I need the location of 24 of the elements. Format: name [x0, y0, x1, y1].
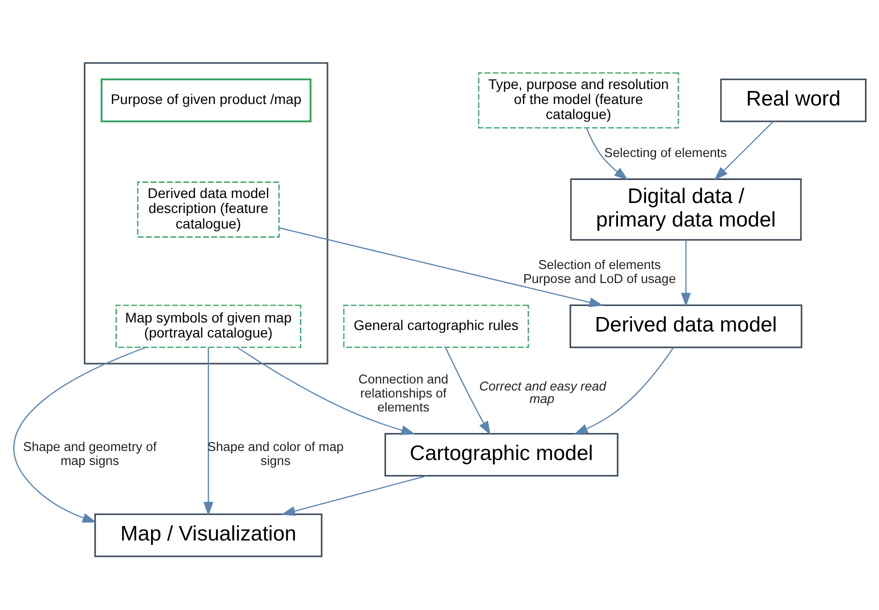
node-box: General cartographic rules — [343, 304, 529, 348]
node-box: Map / Visualization — [94, 514, 322, 558]
node-box: Derived data model description (feature catalogue) — [137, 182, 280, 238]
edge-label: Selection of elements Purpose and LoD of usage — [523, 256, 676, 286]
edge-label: Shape and geometry of map signs — [23, 439, 157, 468]
node-box: Derived data model — [570, 304, 802, 348]
arrow — [574, 347, 674, 434]
node-box: Purpose of given product /map — [100, 78, 312, 122]
arrow — [586, 128, 628, 180]
arrow — [681, 240, 691, 307]
node-box: Real word — [720, 78, 866, 122]
arrow — [278, 227, 604, 308]
edge-label: Connection and relationships of elements — [358, 371, 448, 414]
arrow — [281, 475, 427, 516]
node-box: Type, purpose and resolution of the model (feature catalogue) — [478, 72, 679, 128]
edge-label: Correct and easy read map — [479, 378, 606, 406]
edge-label: Selecting of elements — [604, 144, 727, 160]
node-box: Digital data / primary data model — [570, 178, 802, 241]
node-box: Cartographic model — [384, 432, 618, 477]
arrow — [714, 121, 774, 180]
cluster — [84, 62, 328, 364]
node-box: Map symbols of given map (portrayal catalogue) — [116, 304, 302, 348]
arrow — [203, 348, 214, 516]
arrow — [444, 347, 491, 436]
